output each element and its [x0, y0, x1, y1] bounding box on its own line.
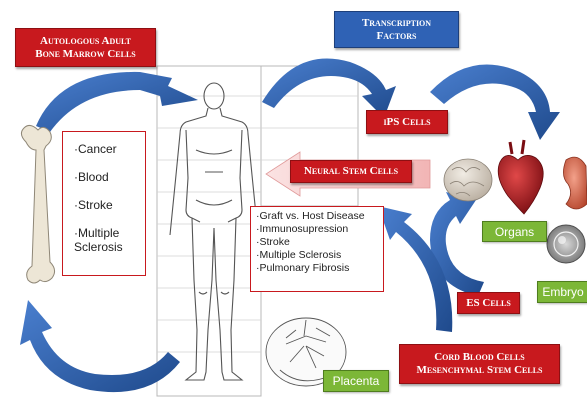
cord-blood-uses-box: ·Graft vs. Host Disease ·Immunosupressio… [250, 206, 384, 292]
use-pulmonary-fibrosis: ·Pulmonary Fibrosis [256, 262, 383, 275]
heart-icon [498, 140, 543, 214]
autologous-bone-marrow-label: Autologous Adult Bone Marrow Cells [15, 28, 156, 67]
use-cancer: ·Cancer [74, 142, 145, 156]
use-multiple-sclerosis: ·Multiple Sclerosis [74, 226, 145, 254]
neural-stem-cells-text: Neural Stem Cells [304, 165, 398, 178]
arrow-body-to-bone [20, 300, 180, 392]
cord-blood-mesenchymal-text: Cord Blood Cells Mesenchymal Stem Cells [417, 351, 543, 377]
transcription-factors-text: Transcription Factors [362, 17, 431, 43]
brain-icon [444, 159, 492, 201]
use-stroke: ·Stroke [74, 198, 145, 212]
placenta-label: Placenta [323, 370, 389, 392]
bone-marrow-uses-box: ·Cancer ·Blood ·Stroke ·Multiple Scleros… [62, 131, 146, 276]
use-blood: ·Blood [74, 170, 145, 184]
ips-cells-text: iPS Cells [383, 116, 430, 129]
es-cells-label: ES Cells [457, 292, 520, 314]
femur-bone-icon [21, 125, 54, 283]
neural-stem-cells-label: Neural Stem Cells [290, 160, 412, 183]
organs-label: Organs [482, 221, 547, 242]
kidney-icon [563, 157, 587, 209]
embryo-icon [547, 225, 585, 263]
use-multiple-sclerosis-right: ·Multiple Sclerosis [256, 249, 383, 262]
ips-cells-label: iPS Cells [366, 110, 448, 134]
cord-blood-mesenchymal-label: Cord Blood Cells Mesenchymal Stem Cells [399, 344, 560, 384]
placenta-text: Placenta [333, 374, 380, 388]
arrow-ips-to-organs [430, 64, 560, 140]
bone-marrow-uses-list: ·Cancer ·Blood ·Stroke ·Multiple Scleros… [74, 142, 145, 254]
cord-blood-uses-list: ·Graft vs. Host Disease ·Immunosupressio… [256, 210, 383, 275]
transcription-factors-label: Transcription Factors [334, 11, 459, 48]
es-cells-text: ES Cells [466, 297, 511, 310]
use-stroke-right: ·Stroke [256, 236, 383, 249]
organs-text: Organs [495, 225, 534, 239]
autologous-bone-marrow-text: Autologous Adult Bone Marrow Cells [35, 35, 136, 61]
embryo-label: Embryo [537, 281, 587, 303]
use-graft-vs-host: ·Graft vs. Host Disease [256, 210, 383, 223]
embryo-text: Embryo [542, 285, 583, 299]
use-immunosupression: ·Immunosupression [256, 223, 383, 236]
